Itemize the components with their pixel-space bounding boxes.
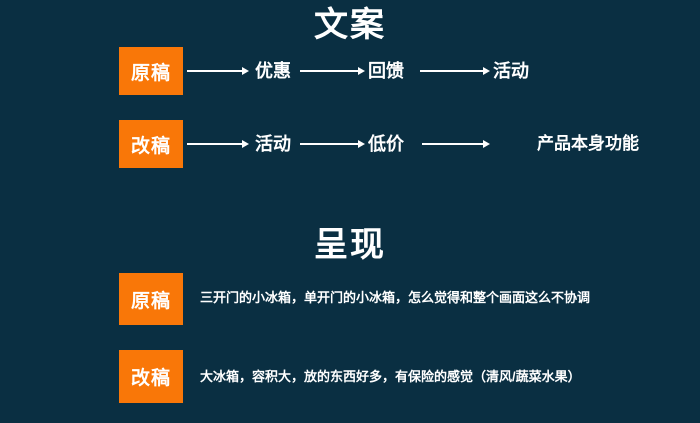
arrow-right-icon xyxy=(420,67,490,75)
copy-section-title: 文案 xyxy=(314,6,386,44)
arrow-right-icon xyxy=(300,140,365,148)
revised-draft-tag: 改稿 xyxy=(119,350,183,403)
arrow-right-icon xyxy=(187,140,249,148)
arrow-right-icon xyxy=(422,140,490,148)
flow-step-product-function: 产品本身功能 xyxy=(537,134,639,153)
flow-step-activity2: 活动 xyxy=(255,134,291,154)
flow-step-activity: 活动 xyxy=(493,61,529,81)
presentation-section-title: 呈现 xyxy=(314,226,386,264)
revised-draft-tag: 改稿 xyxy=(119,120,183,168)
flow-step-discount: 优惠 xyxy=(255,61,291,81)
original-draft-description: 三开门的小冰箱，单开门的小冰箱，怎么觉得和整个画面这么不协调 xyxy=(200,290,591,305)
original-draft-tag: 原稿 xyxy=(119,273,183,325)
arrow-right-icon xyxy=(187,67,249,75)
flow-step-low-price: 低价 xyxy=(368,134,404,154)
arrow-right-icon xyxy=(300,67,365,75)
flow-step-feedback: 回馈 xyxy=(368,61,404,81)
revised-draft-description: 大冰箱，容积大，放的东西好多，有保险的感觉（清风/蔬菜水果） xyxy=(200,369,581,384)
original-draft-tag: 原稿 xyxy=(119,47,183,95)
